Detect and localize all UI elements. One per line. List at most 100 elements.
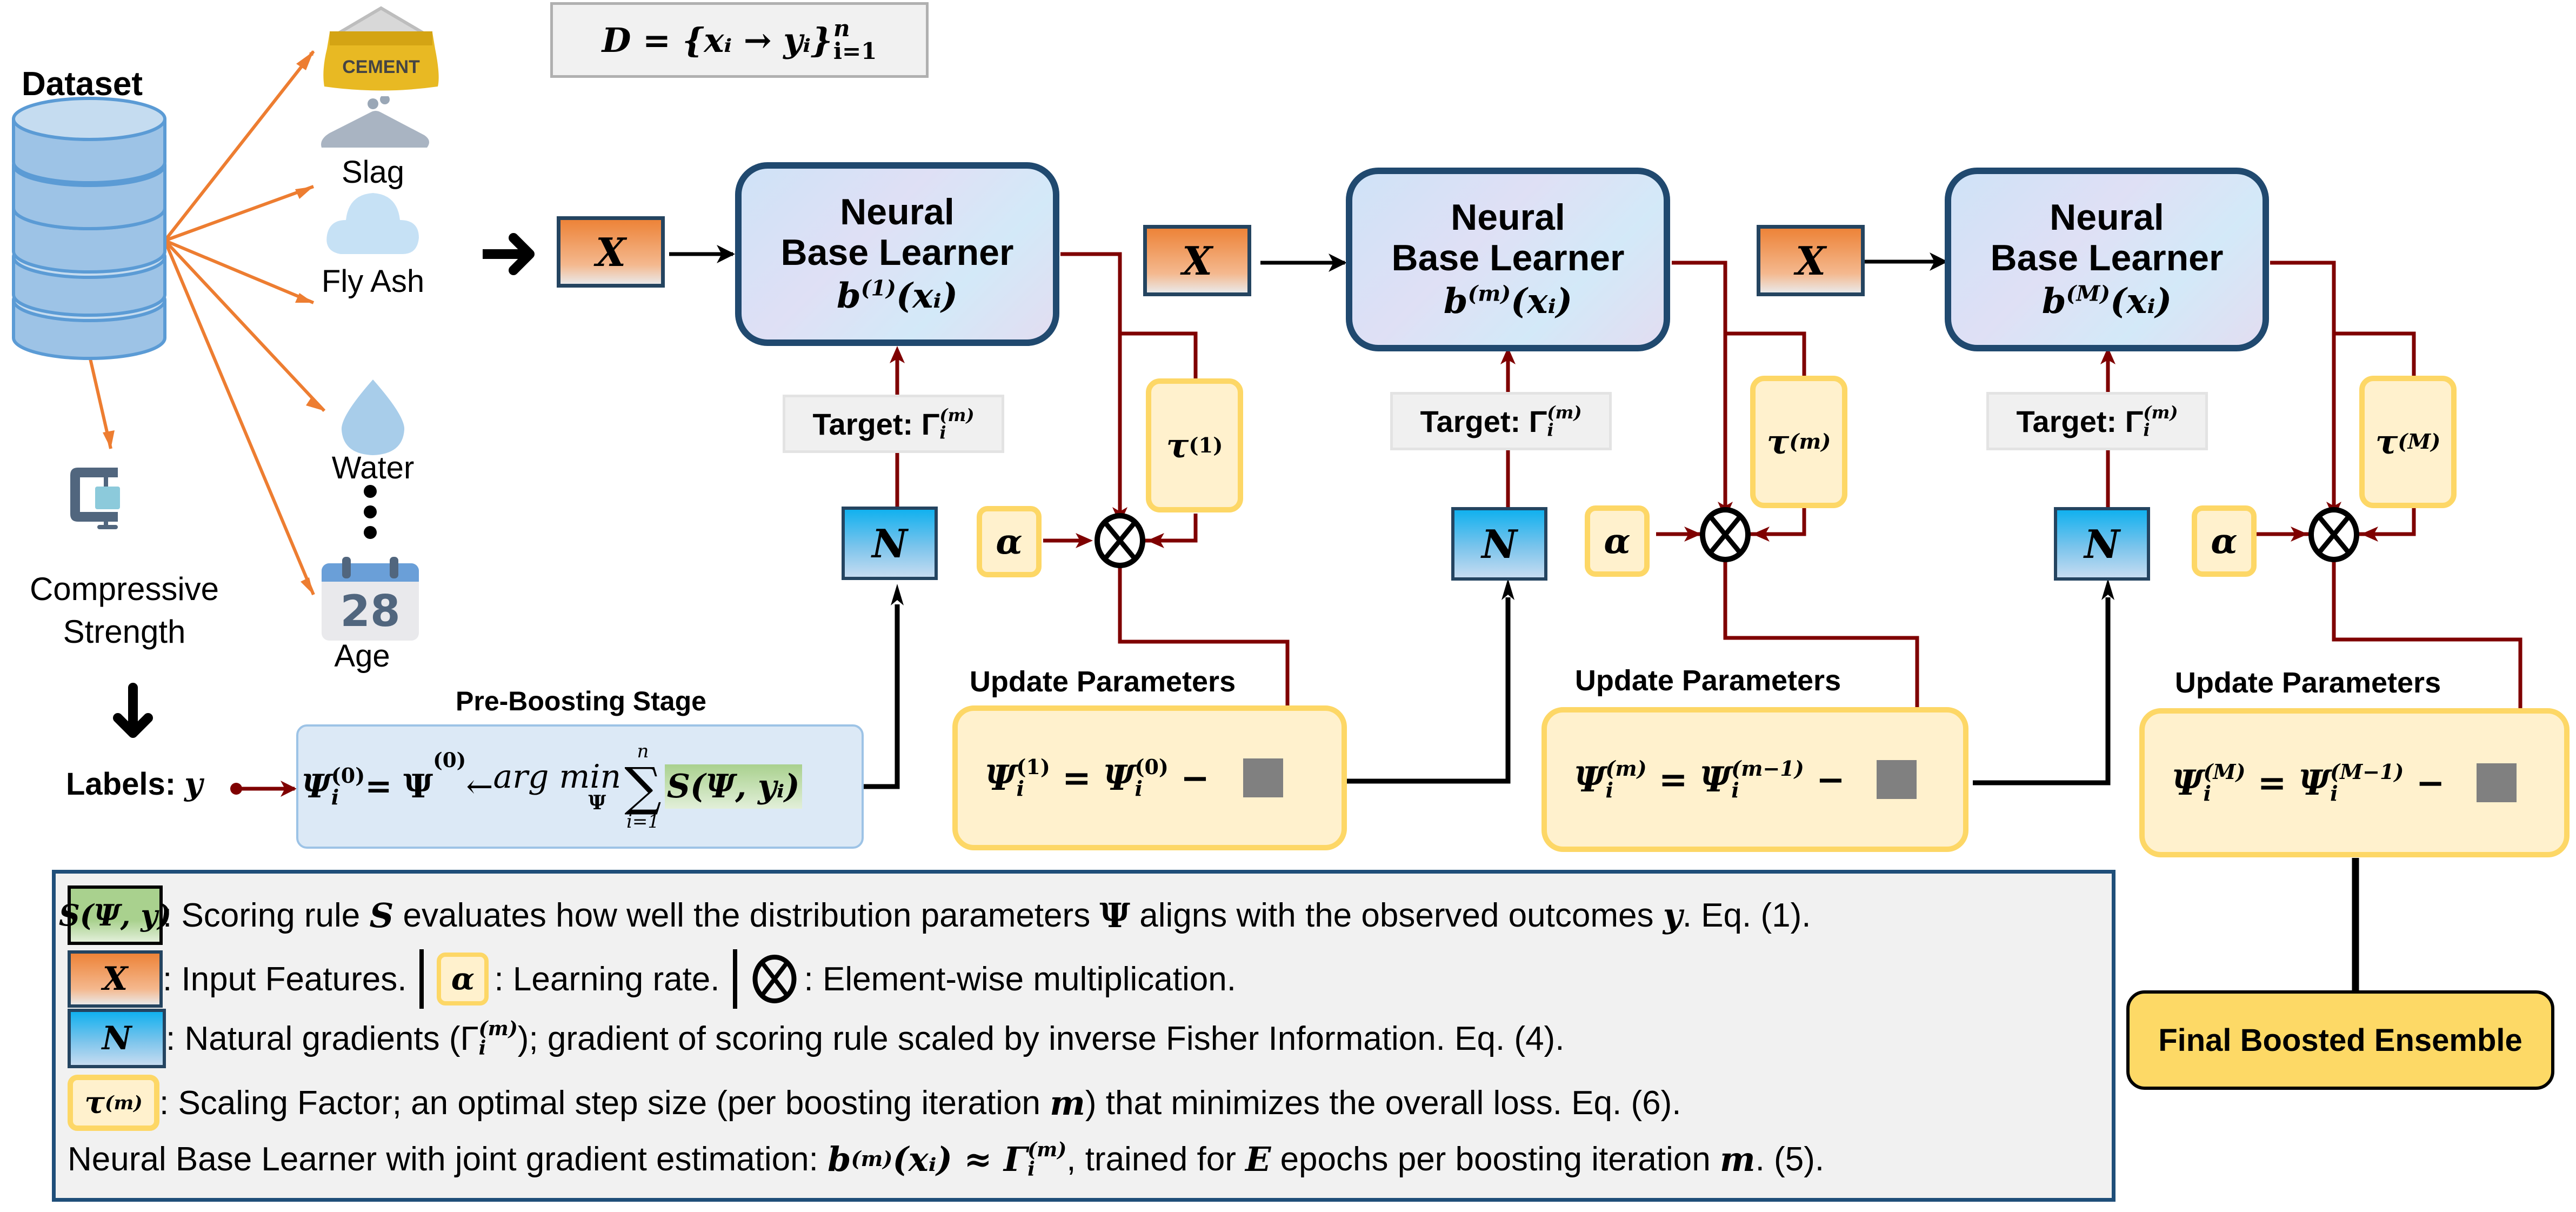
alpha2: α xyxy=(1604,521,1631,562)
feature-arrowheads xyxy=(103,51,324,595)
slag-pile-icon xyxy=(321,96,429,148)
input-x-2: X xyxy=(1182,237,1212,284)
nbl1-arg: (xᵢ) xyxy=(896,276,958,317)
legend-multiply-icon xyxy=(752,955,797,1003)
legend-n-symbol: N xyxy=(68,1009,166,1068)
legend-tau-symbol: τ(m) xyxy=(68,1075,159,1131)
legend-tau-sup: (m) xyxy=(105,1091,143,1114)
input-features-box-2: X xyxy=(1143,225,1251,296)
nbl3-arg: (xᵢ) xyxy=(2110,281,2172,322)
update-placeholder-2 xyxy=(1876,760,1917,799)
feature-label-fly-ash: Fly Ash xyxy=(321,264,425,299)
labels-down-arrow xyxy=(113,683,153,738)
u2-rhs-sub: i xyxy=(1731,778,1739,802)
u3-rhs-sup: (M−1) xyxy=(2330,760,2404,784)
legend-row5-fn: b xyxy=(827,1140,851,1179)
pre-sum-sub: i=1 xyxy=(626,811,659,833)
u1-rhs-sup: (0) xyxy=(1134,755,1169,780)
update-box-3: Ψ(M)i = Ψ(M−1)i − xyxy=(2139,708,2570,857)
update-placeholder-3 xyxy=(2476,763,2517,802)
nbl1-line1: Neural xyxy=(840,191,955,232)
legend-alpha-sym: α xyxy=(451,961,475,997)
legend-row-natural-gradient: N : Natural gradients (Γ(m)i); gradient … xyxy=(68,1009,1564,1068)
legend-row2-x: : Input Features. xyxy=(163,960,407,998)
legend-row4-a: : Scaling Factor; an optimal step size (… xyxy=(159,1084,1050,1122)
legend-row1-psi: Ψ xyxy=(1099,895,1131,935)
u2-minus: − xyxy=(1804,759,1857,800)
legend-x-sym: X xyxy=(102,960,128,998)
pre-psi0-sup: (0) xyxy=(433,748,466,772)
legend-row1-a: : Scoring rule xyxy=(163,896,370,934)
update-title-2: Update Parameters xyxy=(1574,664,1841,697)
nbl2-arg: (xᵢ) xyxy=(1511,281,1573,322)
labels-text: Labels: xyxy=(66,767,185,802)
pre-arrow: ← xyxy=(466,768,493,805)
nbl3-line2: Base Learner xyxy=(1990,237,2224,278)
legend-row3-b: ); gradient of scoring rule scaled by in… xyxy=(517,1020,1565,1057)
legend-x-symbol: X xyxy=(68,950,163,1008)
tau3: τ xyxy=(2375,422,2398,462)
legend-row1-s: S xyxy=(369,895,394,935)
legend-row1-b: evaluates how well the distribution para… xyxy=(393,896,1100,934)
target3-sup: (m) xyxy=(2143,402,2178,423)
pre-psi: Ψ xyxy=(302,768,331,805)
u2-rhs-sup: (m−1) xyxy=(1731,756,1804,781)
natural-gradient-box-1: N xyxy=(842,507,938,580)
u1-lhs-sub: i xyxy=(1016,776,1024,801)
nbl2-line1: Neural xyxy=(1451,196,1565,238)
u3-lhs-sup: (M) xyxy=(2203,760,2246,784)
legend-row5-a: Neural Base Learner with joint gradient … xyxy=(68,1141,828,1178)
input-features-box-3: X xyxy=(1757,225,1865,296)
alpha-box-1: α xyxy=(977,506,1042,577)
u2-psi2: Ψ xyxy=(1699,759,1732,800)
target2-sup: (m) xyxy=(1547,402,1582,423)
feature-label-age: Age xyxy=(334,638,390,674)
legend-row-scoring: S(Ψ, y) : Scoring rule S evaluates how w… xyxy=(59,885,1811,945)
legend-panel: S(Ψ, y) : Scoring rule S evaluates how w… xyxy=(52,870,2115,1202)
u2-lhs-sup: (m) xyxy=(1605,756,1647,781)
target1-text: Target: Γ xyxy=(812,407,940,441)
legend-row5-c: epochs per boosting iteration xyxy=(1271,1141,1720,1178)
nbl3-line1: Neural xyxy=(2050,196,2164,238)
u3-rhs-sub: i xyxy=(2330,781,2338,805)
pre-boosting-title: Pre-Boosting Stage xyxy=(456,686,706,716)
update-box-1: Ψ(1)i = Ψ(0)i − xyxy=(952,705,1347,850)
x-to-learner-arrows xyxy=(669,245,1948,272)
u2-lhs-sub: i xyxy=(1605,778,1613,802)
u3-minus: − xyxy=(2404,762,2457,803)
target-label-1: Target: Γ(m)i xyxy=(783,395,1004,453)
legend-row1-c: aligns with the observed outcomes xyxy=(1130,896,1663,934)
tau-box-2: τ(m) xyxy=(1750,376,1847,508)
equation-sup: n xyxy=(833,15,850,42)
equation-sub: i=1 xyxy=(833,38,877,64)
legend-row3-sub: i xyxy=(478,1037,486,1060)
legend-row3-sup: (m) xyxy=(478,1017,518,1040)
legend-divider-2 xyxy=(732,949,737,1009)
tau2: τ xyxy=(1766,422,1790,462)
natural-gradient-box-3: N xyxy=(2054,507,2150,581)
legend-row5-d: . (5). xyxy=(1755,1141,1825,1178)
neural-base-learner-2: Neural Base Learner b(m)(xᵢ) xyxy=(1346,168,1670,351)
pre-score: S(Ψ, yᵢ) xyxy=(664,764,802,809)
compressive-line2: Strength xyxy=(63,614,186,650)
u1-lhs-sup: (1) xyxy=(1016,755,1050,780)
labels-y: Labels: y xyxy=(66,765,203,802)
u1-psi: Ψ xyxy=(985,757,1017,798)
target-label-2: Target: Γ(m)i xyxy=(1390,392,1612,450)
tau3-sup: (M) xyxy=(2398,430,2441,454)
water-drop-icon xyxy=(341,379,405,455)
legend-row4-m: m xyxy=(1050,1083,1085,1123)
dataset-equation: D = {xᵢ → yᵢ} xyxy=(602,20,833,60)
update-placeholder-1 xyxy=(1243,758,1284,797)
legend-score-symbol: S(Ψ, y) xyxy=(59,885,171,945)
feature-arrows xyxy=(88,50,326,596)
nbl1-sup: (1) xyxy=(860,276,896,301)
neural-base-learner-1: Neural Base Learner b(1)(xᵢ) xyxy=(735,162,1059,346)
legend-row5-b: , trained for xyxy=(1066,1141,1246,1178)
target1-sup: (m) xyxy=(939,405,975,425)
u3-lhs-sub: i xyxy=(2203,781,2211,805)
multiply-icon-3 xyxy=(2308,507,2359,562)
pre-sum-sup: n xyxy=(637,741,649,762)
target-label-3: Target: Γ(m)i xyxy=(1986,392,2208,450)
legend-row1-y: y xyxy=(1663,895,1683,935)
